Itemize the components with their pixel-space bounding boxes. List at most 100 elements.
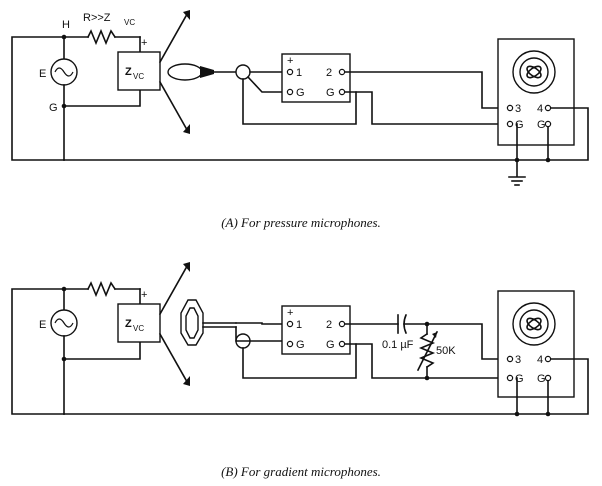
scope-a-terminal-3 — [506, 104, 514, 112]
label-amp-g2-a: G — [326, 87, 335, 99]
amp-b-terminal-1 — [286, 320, 294, 328]
cone-a-bottom — [158, 80, 188, 130]
label-amp-g2-b: G — [326, 339, 335, 351]
wire-b-to-ampg — [235, 326, 283, 342]
cone-a-bottom-tip — [183, 124, 190, 134]
label-scope-g2-b: G — [537, 373, 546, 385]
label-e-a: E — [39, 68, 46, 80]
wire-a-to-ampg — [246, 75, 283, 93]
scope-a-terminal-g2 — [544, 120, 552, 128]
resistor-b-arrowhead — [432, 332, 437, 338]
label-g-a: G — [49, 102, 58, 114]
label-zvc-a: Z — [125, 66, 132, 78]
label-resistor-a: R>>Z — [83, 12, 111, 24]
scope-b-trace2-icon — [526, 317, 542, 331]
amp-a-terminal-g1 — [286, 88, 294, 96]
wire-b-ground-loop — [242, 343, 357, 379]
amp-b-terminal-g2 — [338, 340, 346, 348]
sine-a-icon — [54, 67, 74, 77]
amp-a-terminal-2 — [338, 68, 346, 76]
label-amp-plus-a: + — [287, 55, 293, 67]
label-h: H — [62, 19, 70, 31]
node-b-ground — [514, 411, 520, 417]
label-scope-g2-a: G — [537, 119, 546, 131]
wire-a-ampg-to-scopeg — [344, 91, 509, 125]
resistor-b-arrow — [416, 330, 439, 372]
amplifier-b-box — [281, 305, 351, 355]
label-scope-4-a: 4 — [537, 103, 543, 115]
wire-b-bottom-rail — [63, 358, 589, 415]
label-amp-2-a: 2 — [326, 67, 332, 79]
resistor-b-icon — [86, 280, 117, 298]
node-a-g2 — [545, 157, 551, 163]
label-zvc-b: Z — [125, 318, 132, 330]
label-scope-3-a: 3 — [515, 103, 521, 115]
wire-a-zvc-return — [63, 89, 141, 107]
mic-a-body — [200, 66, 214, 78]
cone-b-top-tip — [183, 262, 190, 272]
label-zvc-a-sub: VC — [133, 72, 144, 81]
amplifier-a-box — [281, 53, 351, 103]
pressure-mic-a-icon — [167, 63, 203, 81]
diagram-a: H R>>Z VC + E G Z VC + 1 2 G G 3 4 G G (… — [11, 10, 589, 230]
label-scope-g1-a: G — [515, 119, 524, 131]
frame-b-left — [11, 288, 65, 415]
label-resistor-50k: 50K — [436, 345, 456, 357]
scope-b-screen-inner — [519, 309, 549, 339]
resistor-a-icon — [86, 28, 117, 46]
wire-a-ground-loop — [242, 78, 357, 125]
scope-a-terminal-4 — [544, 104, 552, 112]
scope-b-terminal-g1 — [506, 374, 514, 382]
scope-b-terminal-g2 — [544, 374, 552, 382]
amp-a-terminal-g2 — [338, 88, 346, 96]
label-amp-g1-a: G — [296, 87, 305, 99]
sine-b-icon — [54, 318, 74, 328]
caption-b: (B) For gradient microphones. — [221, 464, 381, 479]
cone-a-top — [158, 14, 188, 64]
cone-a-top-tip — [183, 10, 190, 20]
scope-a-screen-inner — [519, 57, 549, 87]
scope-a-terminal-g1 — [506, 120, 514, 128]
label-resistor-a-sub: VC — [124, 18, 135, 27]
diagram-b: + E Z VC + 1 2 G G 0.1 µF 50K 3 4 G G (B… — [11, 262, 589, 479]
wire-a-amp2-to-scope3 — [344, 71, 509, 109]
wire-b-zvc-return — [63, 341, 141, 360]
amp-b-terminal-g1 — [286, 340, 294, 348]
amp-b-terminal-2 — [338, 320, 346, 328]
node-b-g2 — [545, 411, 551, 417]
zvc-b-box — [117, 303, 161, 343]
label-scope-3-b: 3 — [515, 354, 521, 366]
label-amp-1-a: 1 — [296, 67, 302, 79]
cone-b-bottom-tip — [183, 376, 190, 386]
label-plus-b: + — [141, 289, 147, 301]
wire-a-bottom-rail — [63, 107, 589, 161]
label-plus-a: + — [141, 37, 147, 49]
scope-b-terminal-4 — [544, 355, 552, 363]
wire-b-ampg-to-scopeg — [344, 343, 509, 379]
scope-b-trace-icon — [526, 317, 542, 331]
frame-a-left — [11, 36, 65, 161]
cone-b-top — [158, 266, 188, 316]
scope-a-trace-icon — [526, 65, 542, 79]
label-amp-g1-b: G — [296, 339, 305, 351]
scope-a-trace2-icon — [526, 65, 542, 79]
label-scope-4-b: 4 — [537, 354, 543, 366]
label-capacitor: 0.1 µF — [382, 339, 414, 351]
label-amp-plus-b: + — [287, 307, 293, 319]
node-a-ground — [514, 157, 520, 163]
ground-symbol-a-icon — [508, 176, 526, 186]
wire-b-cap-to-scope3 — [403, 323, 509, 360]
scope-b-terminal-3 — [506, 355, 514, 363]
zvc-a-box — [117, 51, 161, 91]
amp-a-terminal-1 — [286, 68, 294, 76]
gradient-mic-b-inner — [185, 307, 199, 339]
wire-b-to-amp1 — [235, 322, 283, 325]
label-zvc-b-sub: VC — [133, 324, 144, 333]
caption-a: (A) For pressure microphones. — [221, 215, 381, 230]
label-scope-g1-b: G — [515, 373, 524, 385]
label-amp-1-b: 1 — [296, 319, 302, 331]
cone-b-bottom — [158, 332, 188, 382]
label-e-b: E — [39, 319, 46, 331]
